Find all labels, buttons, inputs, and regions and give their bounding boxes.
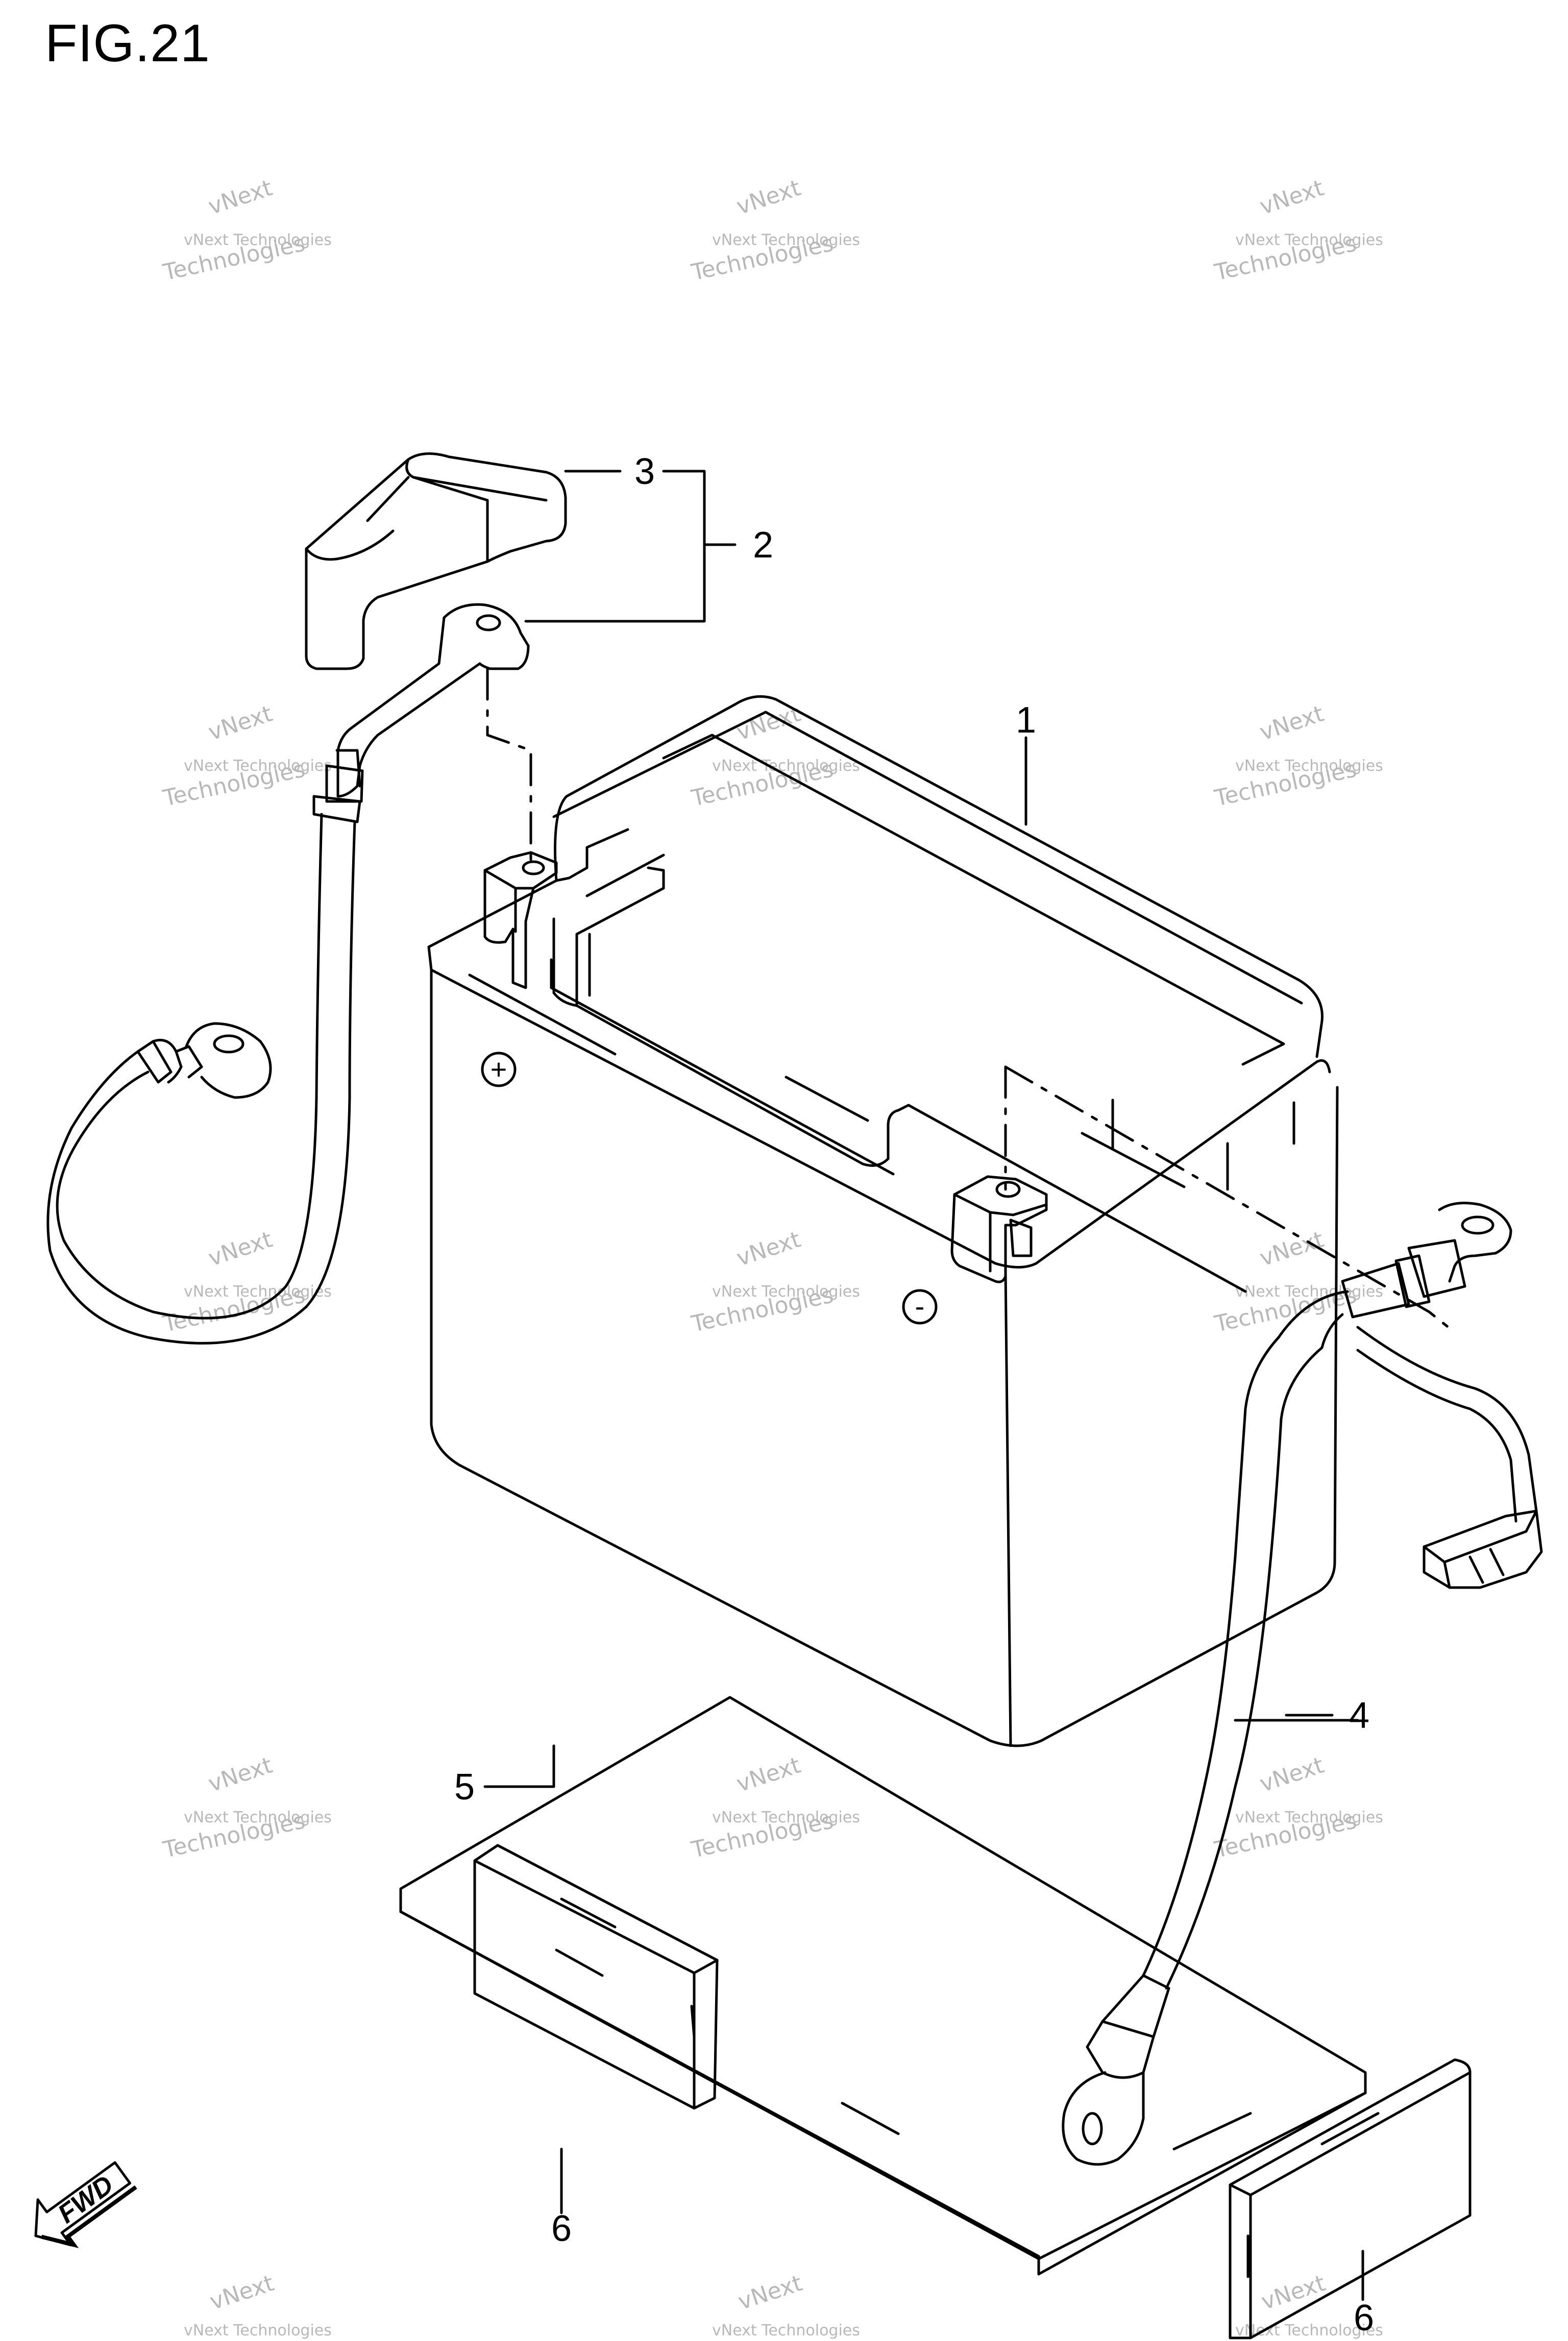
svg-text:vNext: vNext bbox=[207, 2270, 277, 2315]
positive-symbol: + bbox=[491, 1053, 507, 1085]
negative-lead-leader bbox=[1004, 1065, 1456, 1334]
svg-text:vNext: vNext bbox=[733, 175, 804, 220]
svg-text:vNext: vNext bbox=[1258, 2270, 1329, 2315]
callout-6a: 6 bbox=[551, 2208, 572, 2249]
watermark: vNext Technologies vNext Technologies bbox=[1212, 701, 1383, 812]
watermark: vNext Technologies vNext Technologies bbox=[160, 175, 332, 286]
svg-text:vNext Technologies: vNext Technologies bbox=[1235, 757, 1383, 775]
callout-2: 2 bbox=[753, 525, 773, 566]
svg-text:vNext: vNext bbox=[733, 1227, 804, 1272]
svg-text:vNext: vNext bbox=[733, 1752, 804, 1797]
svg-text:vNext: vNext bbox=[205, 175, 276, 220]
callout-1: 1 bbox=[1016, 700, 1036, 741]
svg-text:vNext Technologies: vNext Technologies bbox=[712, 1809, 860, 1826]
watermark: vNext Technologies vNext Technologies bbox=[689, 1752, 860, 1863]
watermark-grid: vNext Technologies vNext Technologies vN… bbox=[160, 175, 1383, 2339]
watermark: vNext Technologies vNext Technologies bbox=[1212, 175, 1383, 286]
svg-text:vNext: vNext bbox=[205, 1752, 276, 1797]
svg-text:vNext: vNext bbox=[205, 701, 276, 746]
svg-text:vNext Technologies: vNext Technologies bbox=[712, 231, 860, 249]
svg-text:vNext Technologies: vNext Technologies bbox=[1235, 2322, 1383, 2339]
positive-terminal-mark bbox=[481, 1052, 517, 1087]
battery-tray bbox=[399, 1696, 1367, 2276]
svg-text:vNext: vNext bbox=[735, 2270, 805, 2315]
svg-text:vNext Technologies: vNext Technologies bbox=[184, 2322, 332, 2339]
callout-4: 4 bbox=[1349, 1695, 1369, 1736]
cushion-right bbox=[1229, 2058, 1472, 2339]
watermark: vNext Technologies vNext Technologies bbox=[1212, 1752, 1383, 1863]
svg-text:vNext: vNext bbox=[1257, 701, 1327, 746]
negative-symbol: - bbox=[915, 1290, 925, 1322]
watermark: vNext Technologies vNext Technologies bbox=[689, 175, 860, 286]
watermark: vNext Technologies vNext Technologies bbox=[689, 1227, 860, 1337]
callout-3: 3 bbox=[634, 451, 655, 492]
svg-text:vNext Technologies: vNext Technologies bbox=[184, 1283, 332, 1301]
callout-2-bracket bbox=[524, 470, 706, 623]
svg-text:vNext Technologies: vNext Technologies bbox=[1235, 1283, 1383, 1301]
svg-text:vNext Technologies: vNext Technologies bbox=[184, 1809, 332, 1826]
watermark: vNext Technologies vNext bbox=[184, 2270, 332, 2339]
svg-text:vNext Technologies: vNext Technologies bbox=[712, 1283, 860, 1301]
figure-title: FIG.21 bbox=[45, 14, 210, 73]
watermark: vNext Technologies vNext Technologies bbox=[1212, 1227, 1383, 1337]
callout-6b: 6 bbox=[1354, 2298, 1374, 2338]
watermark: vNext Technologies vNext Technologies bbox=[160, 1227, 332, 1337]
svg-text:vNext: vNext bbox=[1257, 1752, 1327, 1797]
fwd-arrow-icon: FWD bbox=[34, 2161, 137, 2249]
callout-5: 5 bbox=[454, 1767, 475, 1808]
svg-text:vNext: vNext bbox=[205, 1227, 276, 1272]
terminal-cover bbox=[305, 452, 567, 670]
positive-lead bbox=[46, 603, 530, 1345]
svg-text:vNext Technologies: vNext Technologies bbox=[184, 231, 332, 249]
svg-text:vNext Technologies: vNext Technologies bbox=[184, 757, 332, 775]
watermark: vNext Technologies vNext bbox=[712, 2270, 860, 2339]
svg-text:vNext: vNext bbox=[1257, 175, 1327, 220]
negative-lead bbox=[1062, 1202, 1543, 2166]
svg-text:vNext: vNext bbox=[1257, 1227, 1327, 1272]
positive-terminal-leader bbox=[486, 667, 532, 864]
svg-text:vNext Technologies: vNext Technologies bbox=[712, 757, 860, 775]
cushion-left bbox=[473, 1844, 719, 2110]
svg-text:vNext Technologies: vNext Technologies bbox=[712, 2322, 860, 2339]
svg-text:vNext Technologies: vNext Technologies bbox=[1235, 1809, 1383, 1826]
battery bbox=[427, 695, 1339, 1747]
svg-text:vNext Technologies: vNext Technologies bbox=[1235, 231, 1383, 249]
negative-terminal-mark bbox=[902, 1289, 938, 1325]
watermark: vNext Technologies vNext Technologies bbox=[160, 1752, 332, 1863]
watermark: vNext Technologies vNext Technologies bbox=[160, 701, 332, 812]
